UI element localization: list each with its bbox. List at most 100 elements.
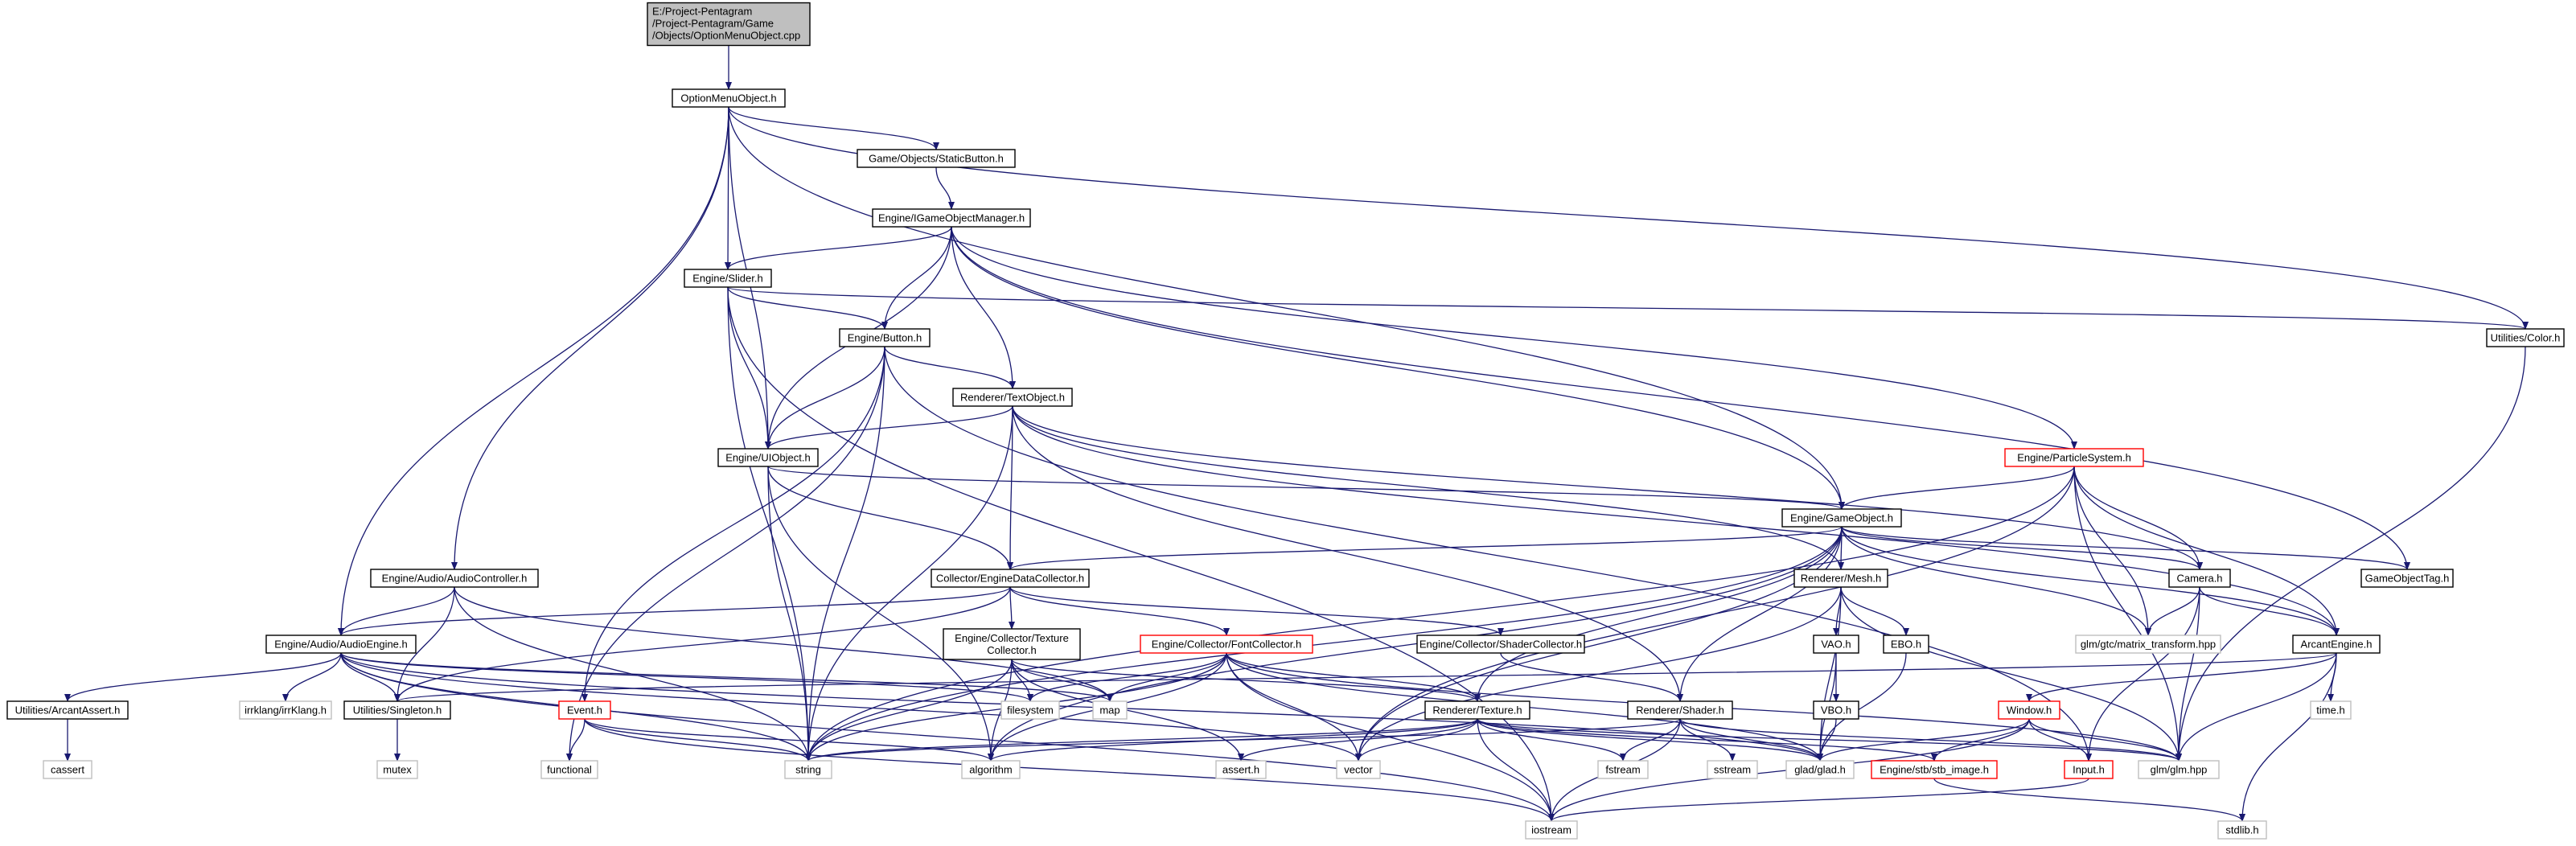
node-audioeng-box [265,634,417,654]
node-edc-box [931,569,1090,588]
node-filesystem-box [1000,700,1060,720]
edge-textobj-to-string [805,405,1013,762]
node-stdlib-box [2217,820,2267,840]
node-igom[interactable]: Engine/IGameObjectManager.h [872,208,1031,228]
node-sstream-label: sstream [1714,764,1751,776]
edge-mesh-to-glm [1840,586,2182,762]
node-slider[interactable]: Engine/Slider.h [684,269,772,288]
edge-audioctrl-to-map [454,586,1113,702]
edge-igom-to-slider [725,226,952,270]
edge-window-to-stbimage [1931,718,2030,762]
node-shadercol-box [1416,634,1585,654]
node-staticbutton[interactable]: Game/Objects/StaticButton.h [857,149,1016,168]
node-igom-label: Engine/IGameObjectManager.h [878,212,1025,224]
edge-igom-to-textobj [951,226,1016,389]
edge-gameobj-to-gotag [1841,526,2410,570]
node-mesh[interactable]: Renderer/Mesh.h [1793,569,1888,588]
node-arcant[interactable]: ArcantEngine.h [2292,634,2381,654]
node-root[interactable]: E:/Project-Pentagram/Project-Pentagram/G… [647,2,811,47]
node-input-box [2064,760,2114,779]
node-button[interactable]: Engine/Button.h [839,328,931,347]
node-gtc-label: glm/gtc/matrix_transform.hpp [2081,639,2216,651]
node-root-box [647,2,811,47]
node-asserth: assert.h [1215,760,1267,779]
edge-audioeng-to-vector [340,652,1362,762]
edge-texture-to-iostream [1477,718,1555,822]
edge-particle-to-gtc [2073,466,2151,636]
node-shader-box [1627,700,1733,720]
edge-window-to-glm [2028,718,2182,762]
node-camera[interactable]: Camera.h [2168,569,2231,588]
node-fstream-box [1597,760,1649,779]
node-vector-box [1336,760,1381,779]
edge-button-to-textobj [884,346,1016,389]
edge-camera-to-arcant [2199,586,2340,636]
node-string-label: string [795,764,821,776]
edge-audioeng-to-map [340,652,1113,702]
node-particle[interactable]: Engine/ParticleSystem.h [2004,448,2144,467]
edge-gameobj-to-gtc [1841,526,2151,636]
node-staticbutton-label: Game/Objects/StaticButton.h [869,153,1004,165]
node-gtc-box [2075,634,2221,654]
node-map-label: map [1099,704,1120,717]
node-uiobj[interactable]: Engine/UIObject.h [717,448,819,467]
edge-gameobj-to-texture [1474,526,1843,702]
edge-event-to-iostream [584,718,1555,822]
node-color[interactable]: Utilities/Color.h [2486,328,2565,347]
edge-uiobj-to-algorithm [767,466,994,762]
edge-ebo-to-glad [1817,652,1907,762]
node-event-box [558,700,611,720]
edge-textobj-to-camera [1012,405,2203,570]
node-audioctrl[interactable]: Engine/Audio/AudioController.h [370,569,539,588]
edge-slider-to-color [727,286,2529,330]
node-ebo-label: EBO.h [1891,639,1921,651]
node-assertu[interactable]: Utilities/ArcantAssert.h [6,700,129,720]
edge-mesh-to-glad [1817,586,1842,762]
node-event[interactable]: Event.h [558,700,611,720]
edge-event-to-functional [566,718,585,762]
node-cassert-label: cassert [51,764,84,776]
node-filesystem: filesystem [1000,700,1060,720]
node-vbo[interactable]: VBO.h [1813,700,1859,720]
node-fontcol[interactable]: Engine/Collector/FontCollector.h [1140,634,1313,654]
node-vbo-box [1813,700,1859,720]
node-window[interactable]: Window.h [1998,700,2060,720]
node-string: string [784,760,832,779]
node-glm-label: glm/glm.hpp [2151,764,2208,776]
node-iostream-box [1525,820,1578,840]
edge-textobj-to-shader [1012,405,1683,702]
edge-camera-to-input [2085,586,2200,762]
edge-igom-to-gameobj [951,226,1845,510]
node-ebo[interactable]: EBO.h [1883,634,1929,654]
node-cassert-box [43,760,92,779]
edge-textobj-to-edc [1007,405,1014,570]
node-textobj[interactable]: Renderer/TextObject.h [952,388,1073,407]
node-button-box [839,328,931,347]
edge-shadercol-to-shader [1500,652,1683,702]
node-omo[interactable]: OptionMenuObject.h [672,88,786,108]
node-mutex-label: mutex [383,764,412,776]
edge-audioeng-to-iostream [340,652,1555,822]
node-shadercol[interactable]: Engine/Collector/ShaderCollector.h [1416,634,1585,654]
node-assertu-label: Utilities/ArcantAssert.h [15,704,121,717]
edge-edc-to-audioeng [338,586,1011,636]
node-algorithm: algorithm [961,760,1021,779]
node-gotag[interactable]: GameObjectTag.h [2360,569,2454,588]
node-singleton[interactable]: Utilities/Singleton.h [343,700,451,720]
edge-omo-to-staticbutton [728,106,939,150]
node-gameobj[interactable]: Engine/GameObject.h [1781,508,1902,528]
node-input[interactable]: Input.h [2064,760,2114,779]
node-vao-box [1813,634,1859,654]
node-vao[interactable]: VAO.h [1813,634,1859,654]
node-edc[interactable]: Collector/EngineDataCollector.h [931,569,1090,588]
node-stbimage[interactable]: Engine/stb/stb_image.h [1871,760,1998,779]
node-stdlib: stdlib.h [2217,820,2267,840]
node-functional: functional [540,760,598,779]
node-audioeng[interactable]: Engine/Audio/AudioEngine.h [265,634,417,654]
node-texture[interactable]: Renderer/Texture.h [1424,700,1530,720]
edge-window-to-glad [1817,718,2030,762]
edge-camera-to-glm [2175,586,2200,762]
node-shader[interactable]: Renderer/Shader.h [1627,700,1733,720]
edge-omo-to-audioctrl [451,106,729,570]
